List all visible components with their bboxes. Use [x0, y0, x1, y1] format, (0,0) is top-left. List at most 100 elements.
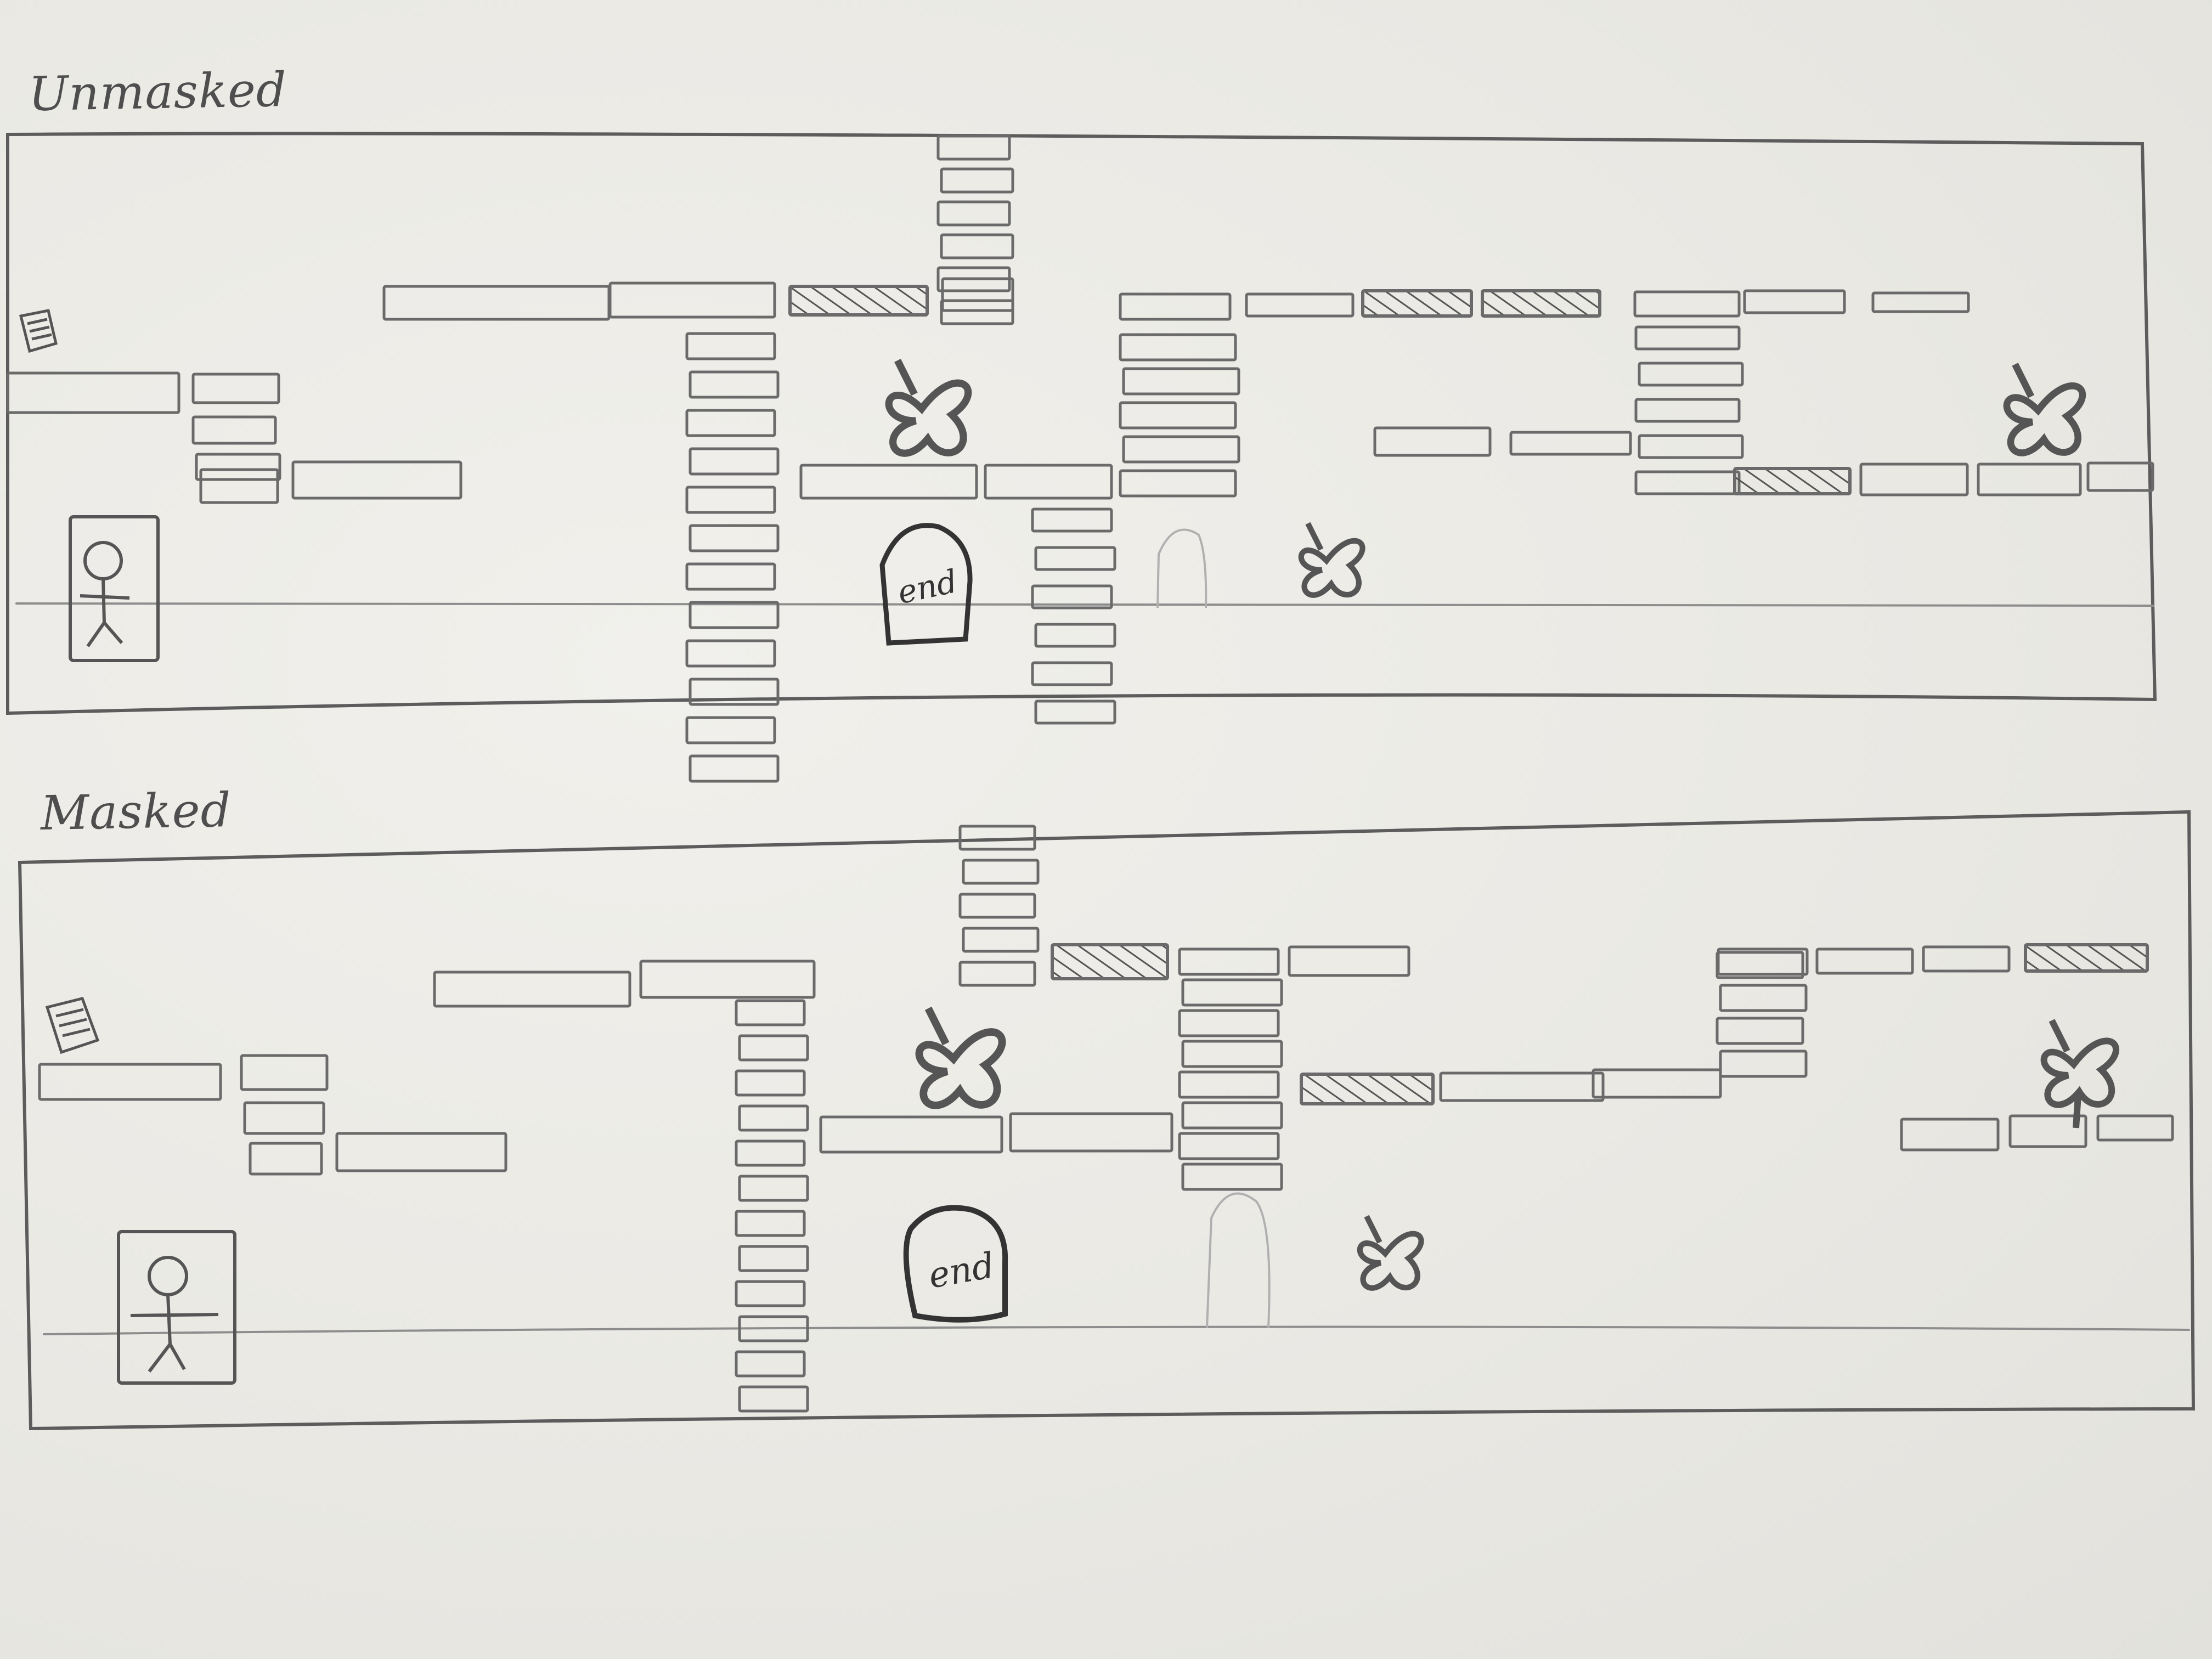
platform-block: [1120, 294, 1230, 319]
platform-block: [293, 462, 461, 498]
platform-block: [1180, 949, 1278, 974]
platform-block: [1011, 1114, 1172, 1151]
platform-block: [1639, 363, 1742, 385]
platform-block: [736, 1071, 804, 1095]
platform-block: [1873, 293, 1968, 312]
platform-block: [1639, 436, 1742, 458]
platform-block: [960, 894, 1035, 917]
platform-block: [938, 202, 1009, 225]
platform-block: [960, 962, 1035, 985]
platform-block: [610, 283, 775, 317]
platform-block: [1861, 464, 1967, 495]
platform-block: [740, 1036, 808, 1060]
door-label: end: [926, 1245, 997, 1297]
platform-block: [1635, 292, 1739, 316]
platform-block: [963, 860, 1038, 883]
ground-line: [16, 603, 2153, 606]
platform-block: [985, 465, 1111, 498]
platform-block: [193, 417, 275, 443]
ghost-door-icon: [1158, 530, 1206, 608]
platform-block: [1183, 980, 1282, 1005]
platform-block: [384, 286, 609, 319]
platform-block: [8, 373, 179, 413]
platform-block: [1120, 403, 1235, 428]
platform-block: [938, 136, 1009, 159]
platform-block: [1036, 624, 1115, 646]
platform-block: [1124, 369, 1239, 394]
platform-blocks-masked: [40, 826, 2172, 1411]
platform-block: [2088, 463, 2153, 490]
platform-block: [687, 564, 775, 589]
platform-block: [821, 1117, 1002, 1152]
platform-block: [941, 235, 1013, 258]
platform-block: [1636, 472, 1739, 494]
platform-block: [641, 961, 814, 997]
panel-masked: [20, 812, 2193, 1429]
platform-block: [1183, 1103, 1282, 1128]
platform-block: [690, 526, 778, 551]
platform-block: [337, 1133, 506, 1171]
platform-block: [1817, 949, 1912, 973]
platform-block: [193, 374, 279, 403]
platform-block: [435, 972, 630, 1006]
platform-blocks-unmasked: [8, 136, 2153, 781]
platform-block: [690, 756, 778, 781]
platform-block: [736, 1211, 804, 1235]
panel-unmasked: [8, 133, 2155, 713]
platform-block: [687, 334, 775, 359]
platform-block: [1978, 464, 2080, 495]
platform-block: [687, 641, 775, 666]
butterfly-icon: [2044, 1020, 2116, 1128]
platform-block: [941, 169, 1013, 192]
platform-block: [740, 1387, 808, 1411]
butterfly-icon: [1360, 1216, 1421, 1288]
butterfly-icon: [1301, 523, 1363, 595]
platform-block: [1441, 1073, 1603, 1101]
panel-border: [20, 812, 2193, 1429]
butterfly-icon: [2007, 364, 2083, 453]
platform-block: [736, 1282, 804, 1306]
platform-block: [1745, 291, 1844, 313]
platform-block: [1720, 985, 1806, 1011]
butterfly-icon: [889, 360, 968, 453]
panel-border: [8, 133, 2155, 713]
hatched-platform-block: [1363, 291, 1471, 316]
stick-figure-icon: [119, 1232, 235, 1383]
platform-block: [196, 454, 280, 479]
platform-block: [801, 465, 977, 498]
hatched-platform-block: [1735, 469, 1850, 494]
note-icon: [21, 311, 56, 351]
platform-block: [943, 279, 1013, 311]
platform-block: [1036, 548, 1115, 569]
platform-block: [687, 718, 775, 743]
platform-block: [740, 1246, 808, 1271]
platform-block: [687, 410, 775, 436]
platform-block: [1901, 1119, 1998, 1150]
platform-block: [736, 1352, 804, 1376]
platform-block: [740, 1106, 808, 1130]
platform-block: [1593, 1070, 1720, 1097]
platform-block: [690, 602, 778, 628]
platform-block: [1923, 947, 2009, 971]
platform-block: [2098, 1116, 2172, 1140]
platform-block: [40, 1064, 221, 1099]
platform-block: [687, 487, 775, 512]
platform-block: [690, 372, 778, 397]
platform-block: [1720, 1051, 1806, 1076]
door-icon: end: [906, 1208, 1005, 1320]
platform-block: [1180, 1072, 1278, 1097]
platform-block: [941, 301, 1013, 324]
platform-block: [1289, 947, 1409, 975]
platform-block: [1183, 1041, 1282, 1066]
platform-block: [736, 1141, 804, 1165]
platform-block: [1717, 1018, 1803, 1043]
platform-block: [1124, 437, 1239, 462]
platform-block: [241, 1056, 327, 1090]
hatched-platform-block: [1301, 1074, 1433, 1104]
platform-block: [201, 470, 278, 503]
platform-block: [1246, 294, 1353, 316]
door-icon: end: [882, 526, 970, 643]
platform-block: [1036, 701, 1115, 723]
